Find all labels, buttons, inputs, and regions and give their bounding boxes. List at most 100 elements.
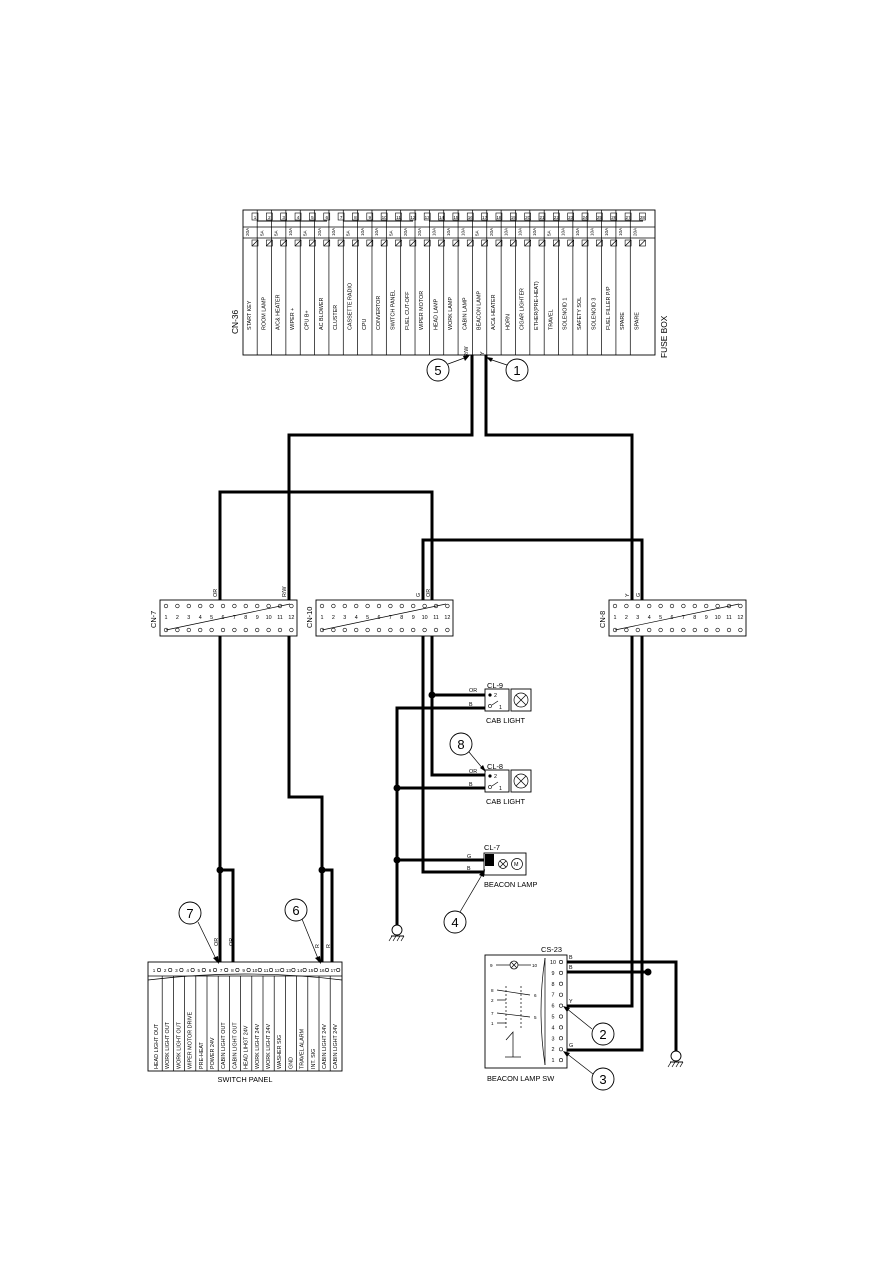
- connector-pin-number: 5: [659, 615, 662, 621]
- ground-symbol-right: [667, 1050, 684, 1068]
- switch-panel-pin-number: 3: [175, 968, 178, 973]
- connector-pin-number: 9: [412, 615, 415, 621]
- wire-g-switch: [563, 623, 644, 1052]
- fuse-label: WORK LAMP: [448, 297, 454, 330]
- beacon-switch-pin-number: 5: [552, 1015, 555, 1021]
- cl7-wire-g: G: [467, 854, 471, 860]
- connector-pin-number: 10: [422, 615, 428, 621]
- cn7-name: CN-7: [149, 611, 158, 628]
- fuse-label: TRAVEL: [548, 309, 554, 330]
- beacon-switch-wire-b-10: B: [569, 955, 573, 961]
- callout-5: [426, 358, 450, 382]
- fuse-number: 3: [282, 215, 285, 220]
- callouts: 1 5 8 4 7 6 2 3: [178, 355, 615, 1091]
- fuse-label: A/C& HEATER: [491, 294, 497, 330]
- wire-b-switch-10: [563, 960, 678, 1054]
- switch-panel-pin-label: HEAD LIGHT OUT: [154, 1023, 160, 1069]
- switch-panel-pin-label: CABIN LIGHT OUT: [221, 1022, 227, 1069]
- cn10-name: CN-10: [305, 607, 314, 628]
- fuse-rating: 5A: [302, 229, 307, 236]
- fuse-rating: 10A: [532, 227, 537, 236]
- fuse-rating: 20A: [489, 227, 494, 236]
- connector-pin-number: 10: [715, 615, 721, 621]
- fuse-rating: 10A: [518, 227, 523, 236]
- cl9-wire-or: OR: [469, 688, 477, 694]
- connector-pin-number: 12: [737, 615, 743, 621]
- switch-panel-pin-label: HEAD LIHGT 24V: [244, 1025, 250, 1069]
- beacon-switch-pin-number: 1: [552, 1058, 555, 1064]
- beacon-switch-wire-y-6: Y: [569, 999, 573, 1005]
- switch-panel-title: SWITCH PANEL: [218, 1075, 273, 1084]
- callout-8: [449, 732, 473, 756]
- beacon-switch-name: CS-23: [541, 945, 562, 954]
- fuse-rating: 10A: [561, 227, 566, 236]
- fuse-rating: 10A: [288, 227, 293, 236]
- fuse-box-outline: [242, 209, 656, 356]
- connector-pin-number: 11: [726, 615, 732, 621]
- switch-panel-pin-number: 1: [153, 968, 156, 973]
- switch-panel-wire-r-17: R: [326, 944, 332, 948]
- fuse-number: 20: [525, 215, 531, 220]
- cn10-wire-g: G: [416, 593, 422, 597]
- cab-light-cl-8: CL-8 OR B 2 1 CAB LIGHT: [469, 762, 532, 806]
- fuse-rating: 10A: [432, 227, 437, 236]
- wire-or-top: [218, 490, 434, 612]
- connector-pin-number: 9: [705, 615, 708, 621]
- switch-panel-pin-number: 12: [275, 968, 281, 973]
- cl7-label: BEACON LAMP: [484, 880, 537, 889]
- beacon-switch-term-1: 1: [491, 1021, 494, 1026]
- fuse-number: 25: [597, 215, 603, 220]
- fuse-rating: 10A: [374, 227, 379, 236]
- fuse-label: FUEL CUT-OFF: [405, 291, 411, 330]
- fuse-number: 12: [410, 215, 416, 220]
- cl9-wire-b: B: [469, 702, 473, 708]
- fuse-number: 10: [382, 215, 388, 220]
- fuse-label: SOLENOID 1: [563, 298, 569, 330]
- beacon-switch-term-7: 7: [491, 1011, 494, 1016]
- cl7-name: CL-7: [484, 843, 500, 852]
- connector-pin-number: 2: [625, 615, 628, 621]
- wire-or-lamps: [430, 623, 487, 777]
- cn8-wire-y: Y: [625, 593, 631, 597]
- connector-pin-number: 7: [389, 615, 392, 621]
- connector-pin-number: 3: [343, 615, 346, 621]
- cl7-wire-b: B: [467, 866, 471, 872]
- fuse-rating: 20A: [317, 227, 322, 236]
- fuse-label: CPU B+: [304, 310, 310, 330]
- beacon-lamp-cl-7: CL-7 G B M BEACON LAMP: [467, 843, 537, 889]
- fuse-box-wire-rw: R/W: [464, 346, 470, 357]
- switch-panel-pin-number: 13: [286, 968, 292, 973]
- ground-symbol-left: [388, 924, 405, 942]
- fuse-number: 28: [640, 215, 646, 220]
- fuse-label: SWITCH PANEL: [391, 290, 397, 330]
- fuse-rating: 20A: [245, 227, 250, 236]
- beacon-switch-pin-number: 3: [552, 1036, 555, 1042]
- junction-dots: [216, 691, 652, 976]
- fuse-rating: 5A: [274, 229, 279, 236]
- connector-pin-number: 1: [165, 615, 168, 621]
- callout-3: [591, 1067, 615, 1091]
- wire-r-switch: [287, 623, 324, 968]
- cn10-wire-or: OR: [426, 589, 432, 597]
- fuse-box-wire-y: Y: [480, 351, 486, 355]
- connector-pin-number: 2: [176, 615, 179, 621]
- beacon-switch-wire-g-2: G: [569, 1043, 573, 1049]
- fuse-number: 24: [582, 215, 588, 220]
- fuse-rating: 10A: [575, 227, 580, 236]
- switch-panel-pin-number: 7: [220, 968, 223, 973]
- beacon-switch-pin-number: 4: [552, 1025, 555, 1031]
- fuse-label: HORN: [505, 314, 511, 330]
- beacon-switch-term-10: 10: [532, 963, 538, 968]
- fuse-rating: 10A: [446, 227, 451, 236]
- fuse-rating: 5A: [259, 229, 264, 236]
- connector-pin-number: 7: [233, 615, 236, 621]
- cn8-wire-g: G: [636, 593, 642, 597]
